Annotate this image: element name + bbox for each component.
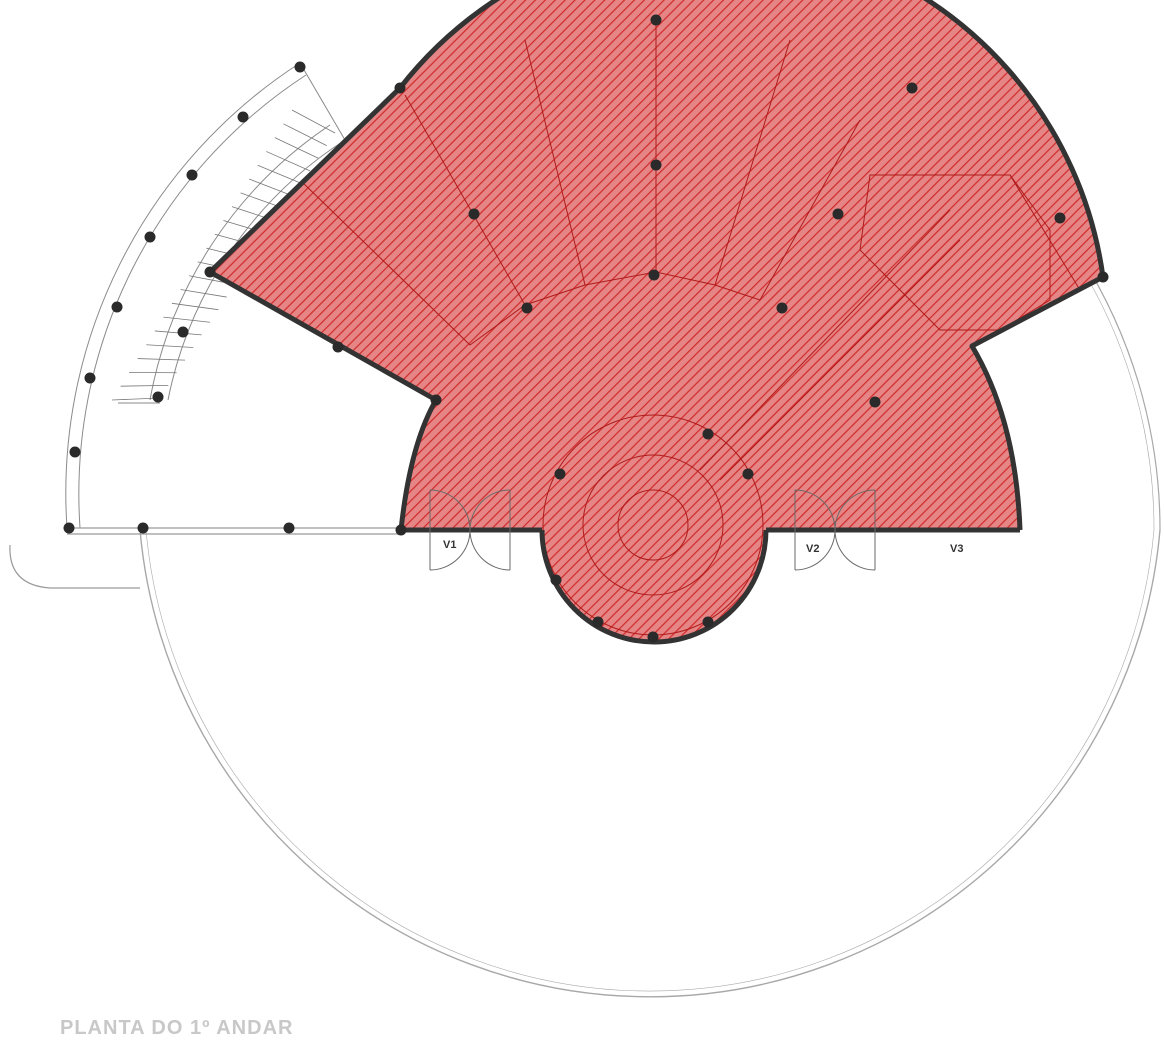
- column: [111, 301, 123, 313]
- stair-tread: [163, 316, 211, 323]
- column: [832, 208, 844, 220]
- stair-tread: [266, 151, 311, 172]
- column: [648, 269, 660, 281]
- column: [395, 524, 407, 536]
- stair-tread: [137, 358, 186, 361]
- window-label-v2: V2: [806, 543, 819, 555]
- stair-tread: [146, 344, 194, 348]
- column: [869, 396, 881, 408]
- column: [394, 82, 406, 94]
- column: [237, 111, 249, 123]
- column: [204, 266, 216, 278]
- terrace-lines: [9, 527, 401, 589]
- column: [283, 522, 295, 534]
- column: [647, 631, 659, 643]
- outer-circle: [139, 257, 1161, 998]
- column: [742, 468, 754, 480]
- column: [430, 394, 442, 406]
- first-floor-area: [210, 0, 1103, 642]
- column: [152, 391, 164, 403]
- column: [186, 169, 198, 181]
- column: [702, 428, 714, 440]
- column: [63, 522, 75, 534]
- column: [521, 302, 533, 314]
- stair-tread: [171, 302, 219, 311]
- column: [1054, 212, 1066, 224]
- column: [650, 14, 662, 26]
- column: [592, 616, 604, 628]
- stair-tread: [111, 397, 161, 401]
- column: [554, 468, 566, 480]
- column: [294, 61, 306, 73]
- stair-tread: [274, 137, 319, 159]
- column: [144, 231, 156, 243]
- column: [650, 159, 662, 171]
- column: [1097, 271, 1109, 283]
- column: [84, 372, 96, 384]
- column: [906, 82, 918, 94]
- column: [177, 326, 189, 338]
- window-label-v3: V3: [950, 543, 963, 555]
- stair-tread: [120, 384, 169, 387]
- stair-tread: [180, 289, 227, 298]
- stair-tread: [283, 123, 327, 146]
- stair-tread: [248, 178, 294, 197]
- stair-tread: [257, 164, 302, 184]
- column: [137, 522, 149, 534]
- column: [702, 616, 714, 628]
- column: [69, 446, 81, 458]
- window-label-v1: V1: [443, 539, 456, 551]
- column: [776, 302, 788, 314]
- doors: [429, 489, 876, 571]
- column: [550, 574, 562, 586]
- plan-title: PLANTA DO 1º ANDAR: [60, 1017, 294, 1039]
- column: [468, 208, 480, 220]
- columns: [63, 14, 1109, 643]
- column: [332, 341, 344, 353]
- stair-tread: [291, 109, 336, 134]
